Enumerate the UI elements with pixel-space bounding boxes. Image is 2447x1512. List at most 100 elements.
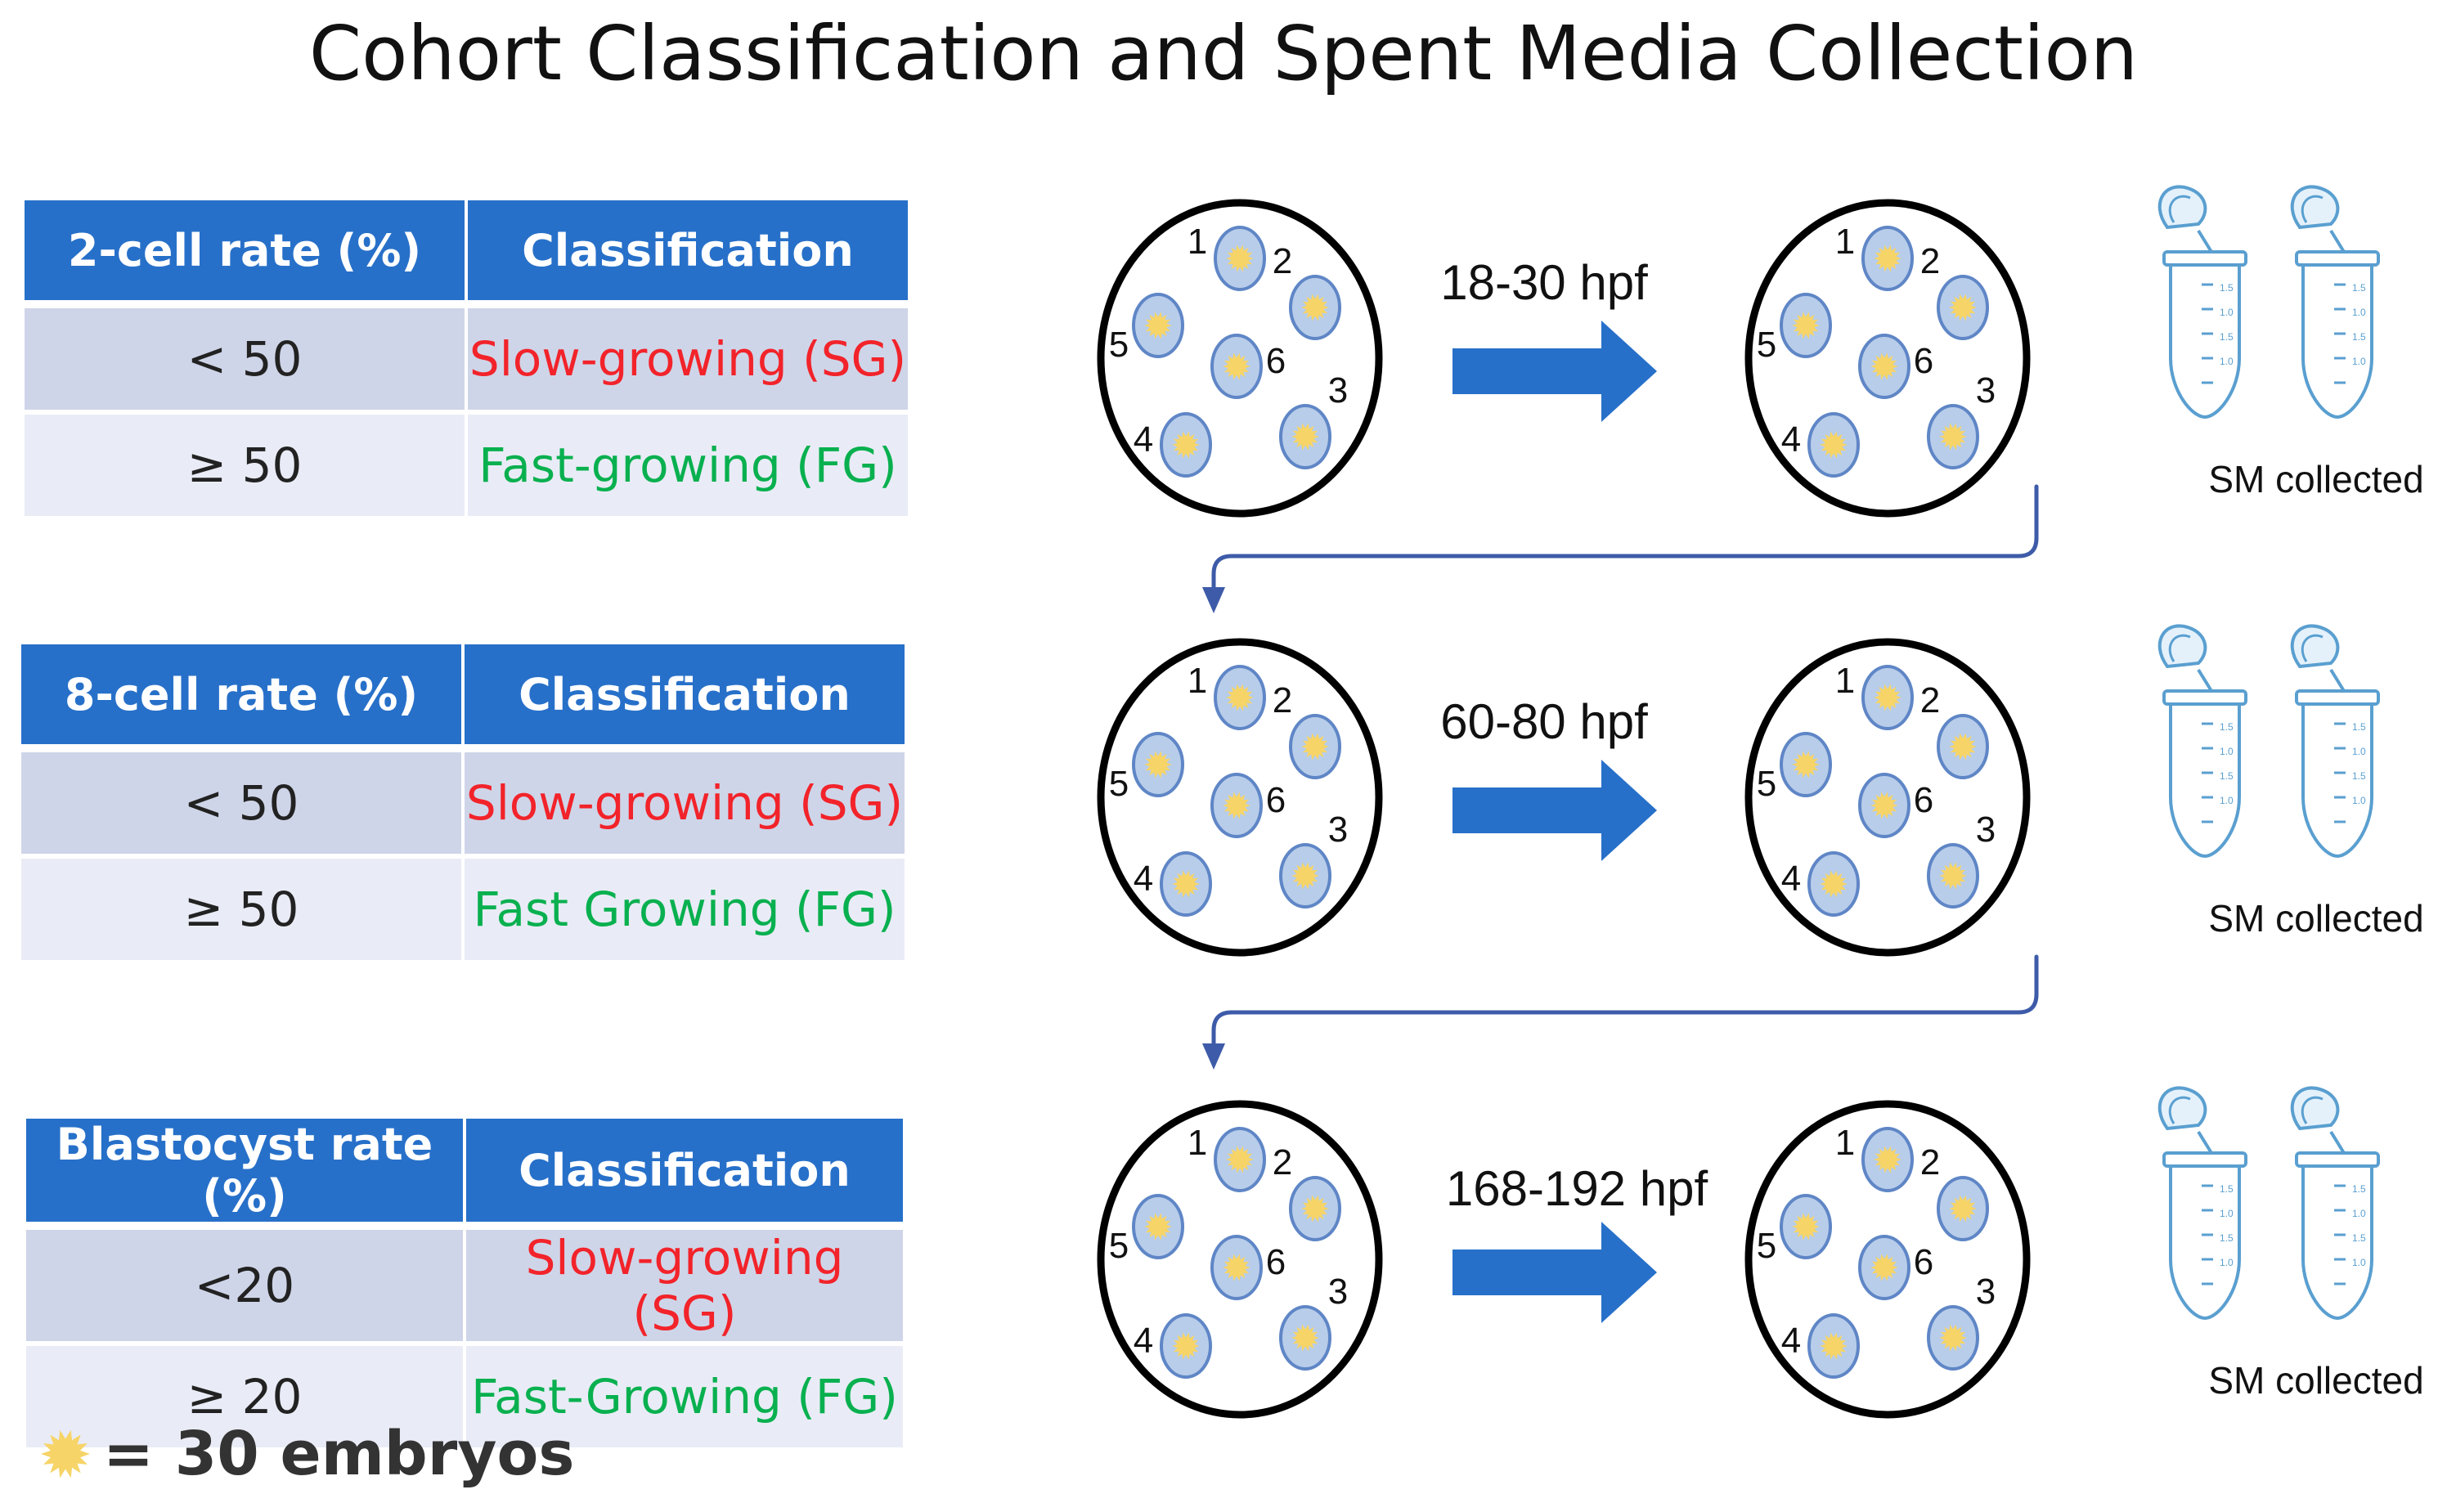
well-number: 4 <box>1781 1321 1801 1361</box>
embryo-cluster-icon <box>1874 245 1901 272</box>
sm-collected-label: SM collected <box>2208 1359 2423 1402</box>
tube-volume-mark: 1.5 <box>2352 282 2366 294</box>
embryo-cluster-icon <box>1949 294 1977 321</box>
well-number: 3 <box>1976 370 1996 411</box>
tube-volume-mark: 1.0 <box>2352 307 2366 318</box>
tube-volume-mark: 1.5 <box>2220 282 2234 294</box>
connector-arrowhead <box>1202 587 1225 613</box>
embryo-cluster-icon <box>1820 1332 1848 1360</box>
embryo: 2 <box>1920 1142 1989 1241</box>
legend-text: = 30 embryos <box>103 1419 575 1489</box>
embryo-cluster-icon <box>1144 312 1172 339</box>
well-number: 2 <box>1273 1142 1292 1182</box>
tube-volume-mark: 1.0 <box>2220 795 2234 806</box>
well-number: 5 <box>1109 325 1129 365</box>
embryo-cluster-icon <box>1172 431 1200 459</box>
threshold-cell: < 50 <box>21 748 465 859</box>
embryo: 1 <box>1188 222 1266 291</box>
tube-volume-mark: 1.5 <box>2352 331 2366 343</box>
embryo-cluster-icon <box>1172 1332 1200 1360</box>
microtube-icon: 1.51.01.51.0 <box>2157 1086 2247 1321</box>
tube-volume-mark: 1.0 <box>2352 1257 2366 1268</box>
threshold-cell: ≥ 50 <box>21 856 465 965</box>
classification-column-header: Classification <box>465 1119 903 1230</box>
tube-volume-mark: 1.5 <box>2220 721 2234 733</box>
embryo-cluster-icon <box>1172 870 1200 898</box>
microtube-icon: 1.51.01.51.0 <box>2157 185 2247 420</box>
well-number: 6 <box>1914 341 1933 381</box>
two-cell-classification-table: 2-cell rate (%) Classification < 50 Slow… <box>25 200 908 521</box>
well-number: 1 <box>1188 222 1207 262</box>
embryo: 3 <box>1927 370 1996 469</box>
microtube-icon: 1.51.01.51.0 <box>2290 624 2380 859</box>
tube-volume-mark: 1.5 <box>2352 1232 2366 1244</box>
classification-column-header: Classification <box>463 644 905 752</box>
embryo: 1 <box>1188 1123 1266 1192</box>
embryo: 3 <box>1279 1272 1348 1371</box>
eight-cell-classification-table: 8-cell rate (%) Classification < 50 Slow… <box>21 644 905 965</box>
well-number: 6 <box>1266 341 1286 381</box>
rate-column-header: 8-cell rate (%) <box>21 644 465 752</box>
embryo-cluster-icon <box>1874 1146 1901 1173</box>
well-number: 1 <box>1188 1123 1207 1163</box>
well-number: 5 <box>1109 764 1129 804</box>
embryo-cluster-icon <box>41 1429 90 1478</box>
well-number: 2 <box>1920 241 1940 281</box>
embryo: 4 <box>1134 851 1212 917</box>
well-number: 3 <box>1976 1272 1996 1312</box>
well-number: 4 <box>1134 859 1153 899</box>
embryo: 1 <box>1835 222 1914 291</box>
well-number: 4 <box>1781 859 1801 899</box>
embryo: 3 <box>1927 1272 1996 1371</box>
tube-volume-mark: 1.0 <box>2352 1208 2366 1219</box>
time-interval-label: 60-80 hpf <box>1440 694 1648 749</box>
well-number: 3 <box>1328 1272 1348 1312</box>
well-number: 4 <box>1781 420 1801 460</box>
embryo: 4 <box>1134 1313 1212 1379</box>
legend: = 30 embryos <box>33 1419 574 1489</box>
embryo-cluster-icon <box>1144 751 1172 778</box>
well-number: 6 <box>1266 780 1286 820</box>
table-row: ≥ 50 Fast Growing (FG) <box>21 856 905 965</box>
well-number: 3 <box>1328 810 1348 850</box>
table-row: < 50 Slow-growing (SG) <box>25 304 908 415</box>
embryo: 1 <box>1835 1123 1914 1192</box>
embryo-cluster-icon <box>1870 352 1898 380</box>
tube-volume-mark: 1.0 <box>2220 356 2234 367</box>
embryo: 2 <box>1273 1142 1341 1241</box>
tube-volume-mark: 1.5 <box>2220 770 2234 782</box>
embryo-cluster-icon <box>1226 245 1254 272</box>
time-interval-label: 18-30 hpf <box>1440 255 1648 310</box>
embryo-cluster-icon <box>1949 733 1977 760</box>
embryo-cluster-icon <box>1223 792 1250 819</box>
tube-volume-mark: 1.0 <box>2352 356 2366 367</box>
well-number: 5 <box>1757 1226 1776 1266</box>
threshold-cell: < 50 <box>25 304 468 415</box>
tube-volume-mark: 1.5 <box>2352 770 2366 782</box>
embryo: 5 <box>1757 1194 1832 1266</box>
well-number: 2 <box>1273 241 1292 281</box>
embryo-cluster-icon <box>1949 1195 1977 1223</box>
well-number: 5 <box>1109 1226 1129 1266</box>
tube-volume-mark: 1.0 <box>2220 307 2234 318</box>
page-title: Cohort Classification and Spent Media Co… <box>308 10 2139 97</box>
sm-collected-label: SM collected <box>2208 458 2423 500</box>
time-interval-label: 168-192 hpf <box>1446 1161 1708 1216</box>
next-stage-connector <box>1211 484 2039 591</box>
fast-growing-label: Fast-growing (FG) <box>466 412 908 521</box>
embryo: 4 <box>1781 412 1860 478</box>
well-number: 1 <box>1188 661 1207 701</box>
well-number: 1 <box>1835 1123 1855 1163</box>
embryo-cluster-icon <box>1820 431 1848 459</box>
embryo: 4 <box>1781 851 1860 917</box>
next-stage-connector <box>1211 954 2039 1048</box>
tube-volume-mark: 1.5 <box>2220 1183 2234 1195</box>
embryo-cluster-icon <box>1301 1195 1329 1223</box>
well-number: 5 <box>1757 764 1776 804</box>
table-row: ≥ 50 Fast-growing (FG) <box>25 412 908 521</box>
